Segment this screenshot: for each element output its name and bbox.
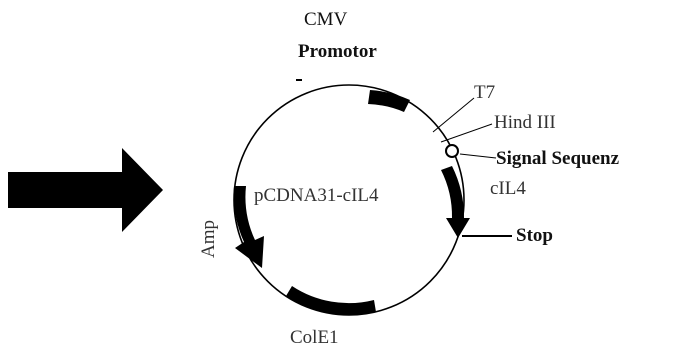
cmv-label: CMV — [304, 9, 348, 30]
hind3-label: Hind III — [494, 112, 556, 133]
signal-sequence-marker — [445, 144, 459, 158]
cole1-label: ColE1 — [290, 327, 339, 348]
hind3-pointer — [440, 123, 493, 143]
promotor-label: Promotor — [298, 41, 377, 62]
cmv-promotor-block — [368, 90, 410, 112]
plasmid-name-label: pCDNA31-cIL4 — [254, 185, 379, 206]
stop-label: Stop — [516, 225, 553, 246]
t7-pointer — [432, 97, 475, 133]
cil4-label: cIL4 — [490, 178, 526, 199]
amp-gene-arrow — [233, 186, 264, 268]
t7-label: T7 — [474, 82, 495, 103]
amp-label: Amp — [198, 220, 219, 258]
cole1-origin-block — [286, 286, 376, 316]
signal-sequenz-label: Signal Sequenz — [496, 148, 620, 169]
signal-pointer — [459, 153, 497, 159]
cil4-gene-arrow — [441, 166, 470, 238]
right-arrow-icon — [8, 148, 163, 232]
